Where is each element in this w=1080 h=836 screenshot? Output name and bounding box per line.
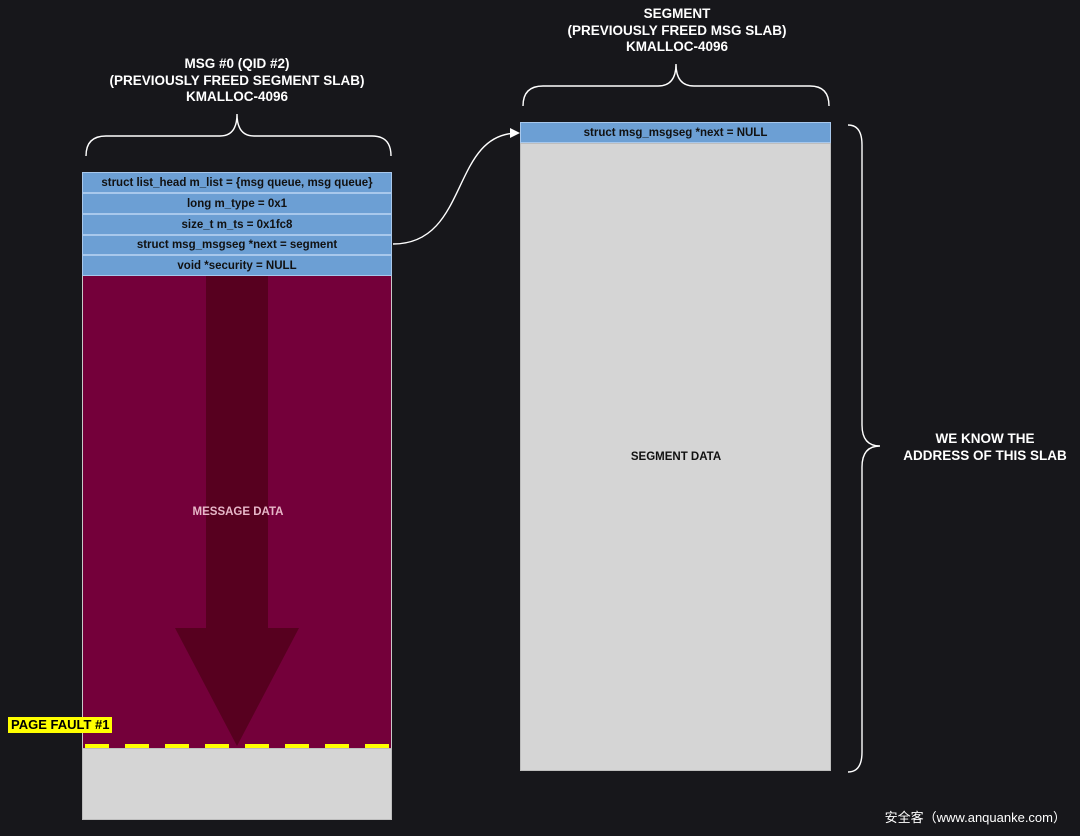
msg-title-line: (PREVIOUSLY FREED SEGMENT SLAB) [109,72,365,88]
segment-title-line: SEGMENT [643,6,711,21]
copy-direction-arrow [85,276,390,748]
segment-data-region: SEGMENT DATA [520,143,831,771]
segment-title-line: KMALLOC-4096 [625,39,729,54]
message-data-label: MESSAGE DATA [192,506,284,518]
segment-title: SEGMENT (PREVIOUSLY FREED MSG SLAB) KMAL… [567,6,786,56]
segment-data-label: SEGMENT DATA [630,451,722,463]
note-line: WE KNOW THE [935,431,1035,446]
msg-field-m-list: struct list_head m_list = {msg queue, ms… [82,172,392,193]
segment-brace [522,63,830,107]
msg-title: MSG #0 (QID #2) (PREVIOUSLY FREED SEGMEN… [109,56,364,106]
next-pointer-arrow [392,128,520,245]
msg-field-next: struct msg_msgseg *next = segment [82,235,392,255]
segment-field-next: struct msg_msgseg *next = NULL [520,122,831,143]
note-line: ADDRESS OF THIS SLAB [903,447,1067,463]
message-data-region: MESSAGE DATA [82,276,392,748]
slab-address-note: WE KNOW THE ADDRESS OF THIS SLAB [895,431,1075,464]
watermark: 安全客（www.anquanke.com） [884,810,1066,825]
page-fault-label: PAGE FAULT #1 [8,717,113,733]
msg-title-line: MSG #0 (QID #2) [184,56,290,71]
msg-field-m-type: long m_type = 0x1 [82,193,392,214]
msg-brace [85,113,392,157]
segment-title-line: (PREVIOUSLY FREED MSG SLAB) [567,22,787,38]
msg-field-security: void *security = NULL [82,255,392,276]
msg-field-m-ts: size_t m_ts = 0x1fc8 [82,214,392,235]
message-unwritten-region [82,748,392,820]
msg-title-line: KMALLOC-4096 [185,89,289,104]
slab-address-brace [847,124,881,773]
